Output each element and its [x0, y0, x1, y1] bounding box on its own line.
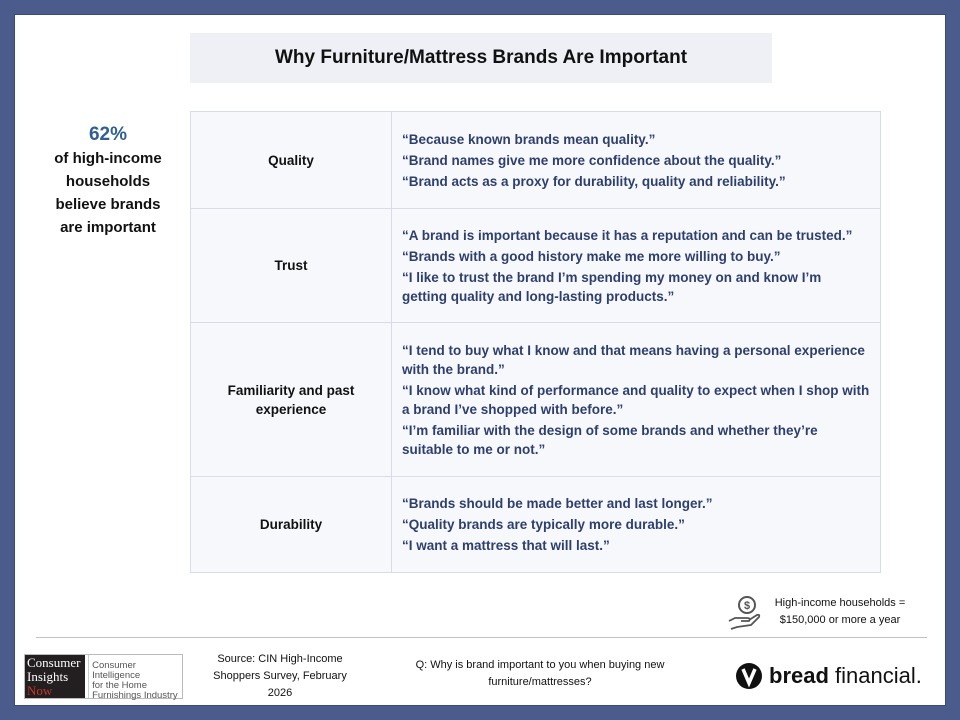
svg-text:$: $ [744, 600, 750, 612]
quotes-cell: “Brands should be made better and last l… [391, 476, 881, 573]
logo-word: financial. [835, 663, 922, 688]
quote: “I like to trust the brand I’m spending … [402, 269, 822, 304]
source-note: Source: CIN High-Income Shoppers Survey,… [213, 653, 347, 699]
stat-callout: 62% of high-income households believe br… [35, 123, 181, 239]
category-cell: Trust [190, 208, 392, 323]
survey-question: Q: Why is brand important to you when bu… [415, 659, 665, 688]
stat-text-line: households [65, 173, 151, 190]
quote: “I’m familiar with the design of some br… [402, 422, 818, 457]
category-cell: Familiarity and past experience [190, 322, 392, 477]
logo-tagline: Consumer Intelligence [92, 660, 141, 681]
slide: Why Furniture/Mattress Brands Are Import… [14, 14, 946, 706]
logo-word: Insights [27, 669, 69, 684]
logo-tagline: for the Home [92, 680, 147, 691]
slide-title: Why Furniture/Mattress Brands Are Import… [190, 33, 772, 83]
note-line: High-income households = [774, 597, 906, 609]
quote: “I want a mattress that will last.” [402, 538, 610, 553]
quote: “Quality brands are typically more durab… [402, 517, 685, 532]
quote: “I know what kind of performance and qua… [402, 382, 870, 417]
table-row: Durability “Brands should be made better… [190, 476, 881, 573]
stat-value: 62% [88, 124, 128, 145]
quotes-cell: “I tend to buy what I know and that mean… [391, 322, 881, 477]
logo-tagline: Furnishings Industry [92, 690, 178, 701]
logo-word: bread [769, 663, 829, 688]
table-row: Trust “A brand is important because it h… [190, 208, 881, 323]
quote: “Brand acts as a proxy for durability, q… [402, 173, 786, 189]
quote: “Brands should be made better and last l… [402, 496, 713, 511]
stat-text-line: of high-income [54, 150, 162, 167]
quotes-cell: “A brand is important because it has a r… [391, 208, 881, 323]
footer-divider [36, 637, 927, 638]
hand-dollar-icon: $ [728, 596, 761, 630]
category-cell: Durability [190, 476, 392, 573]
reasons-table: Quality “Because known brands mean quali… [190, 111, 881, 573]
table-row: Familiarity and past experience “I tend … [190, 322, 881, 477]
quotes-cell: “Because known brands mean quality.” “Br… [391, 111, 881, 209]
stat-text-line: are important [60, 219, 156, 236]
bread-logo-icon [736, 663, 762, 689]
quote: “I tend to buy what I know and that mean… [402, 342, 865, 377]
logo-word: Consumer [27, 655, 81, 670]
income-note: $ High-income households = $150,000 or m… [727, 593, 937, 633]
bread-financial-logo: bread financial. [735, 662, 922, 690]
quote: “A brand is important because it has a r… [402, 227, 853, 243]
quote: “Brand names give me more confidence abo… [402, 152, 782, 168]
table-row: Quality “Because known brands mean quali… [190, 111, 881, 209]
stat-text-line: believe brands [55, 196, 161, 213]
quote: “Brands with a good history make me more… [402, 248, 781, 264]
category-cell: Quality [190, 111, 392, 209]
logo-word: Now [27, 683, 53, 698]
note-line: $150,000 or more a year [779, 614, 901, 626]
quote: “Because known brands mean quality.” [402, 131, 656, 147]
